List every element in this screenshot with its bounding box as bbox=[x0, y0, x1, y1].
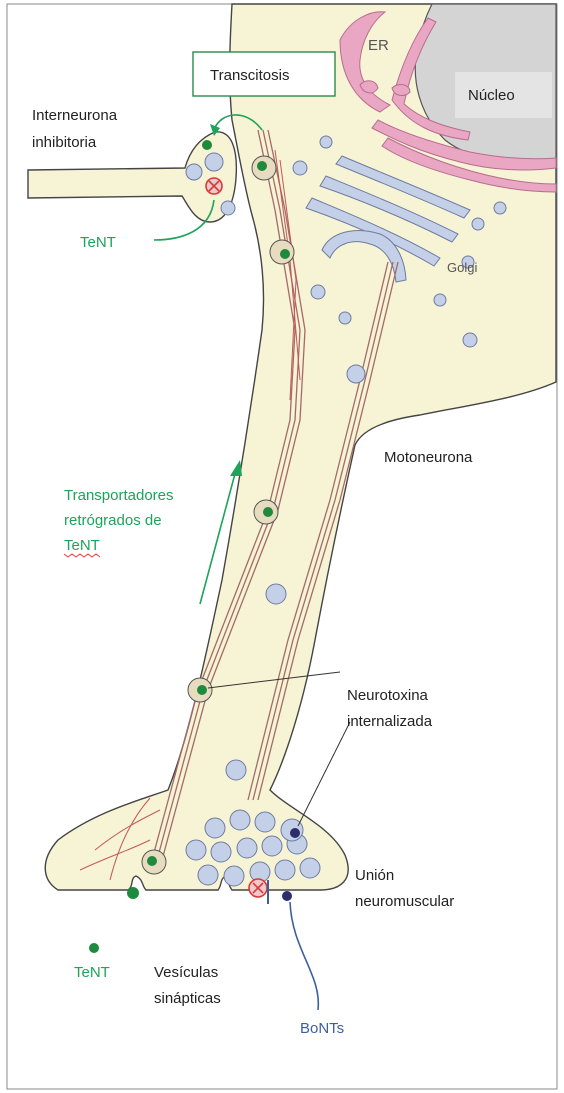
transcytosis-label: Transcitosis bbox=[210, 67, 289, 84]
bont-dot-outside bbox=[282, 891, 292, 901]
retrograde-label-line2: retrógrados de bbox=[64, 512, 162, 529]
bonts-label: BoNTs bbox=[300, 1020, 344, 1037]
internalized-toxin-label-line2: internalizada bbox=[347, 713, 433, 730]
er-label: ER bbox=[368, 37, 389, 54]
tent-dot-uptake bbox=[127, 887, 139, 899]
cleavage-marker-top bbox=[206, 178, 222, 194]
tent-dot-release bbox=[89, 943, 99, 953]
retrograde-label-line1: Transportadores bbox=[64, 487, 174, 504]
interneuron-label-line2: inhibitoria bbox=[32, 134, 97, 151]
synaptic-vesicles-label-line2: sinápticas bbox=[154, 990, 221, 1007]
interneuron-label-line1: Interneurona bbox=[32, 107, 118, 124]
golgi-label: Golgi bbox=[447, 260, 477, 275]
tent-top-label: TeNT bbox=[80, 234, 116, 251]
nmj-label-line2: neuromuscular bbox=[355, 893, 454, 910]
tent-bottom-label: TeNT bbox=[74, 964, 110, 981]
cleavage-marker-bottom bbox=[249, 879, 267, 897]
internalized-bont-dot bbox=[290, 828, 300, 838]
retrograde-label-line3: TeNT bbox=[64, 537, 100, 554]
nucleus-label: Núcleo bbox=[468, 87, 515, 104]
motoneuron-label: Motoneurona bbox=[384, 449, 473, 466]
synaptic-vesicles-label-line1: Vesículas bbox=[154, 964, 218, 981]
nmj-label-line1: Unión bbox=[355, 867, 394, 884]
tent-dot-interneuron bbox=[202, 140, 212, 150]
internalized-toxin-label-line1: Neurotoxina bbox=[347, 687, 429, 704]
